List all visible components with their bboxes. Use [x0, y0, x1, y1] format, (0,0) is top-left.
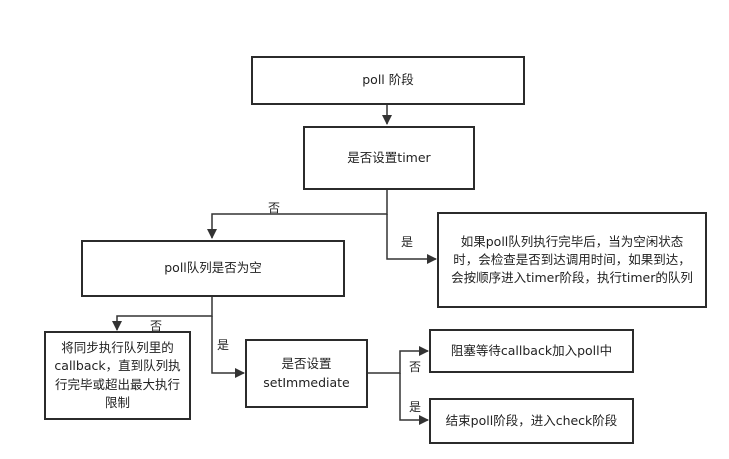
- node-sync-execute-text: 将同步执行队列里的callback，直到队列执行完毕或超出最大执行限制: [54, 340, 181, 410]
- node-queue-empty-text: poll队列是否为空: [164, 260, 262, 276]
- node-setimmediate-check: 是否设置setImmediate: [245, 339, 368, 408]
- node-sync-execute: 将同步执行队列里的callback，直到队列执行完毕或超出最大执行限制: [44, 331, 191, 420]
- node-setimmediate-check-text: 是否设置setImmediate: [263, 356, 350, 390]
- node-block-wait-text: 阻塞等待callback加入poll中: [450, 342, 613, 358]
- node-end-poll-text: 结束poll阶段，进入check阶段: [445, 412, 618, 428]
- label-immediate-no: 否: [409, 360, 422, 374]
- node-end-poll: 结束poll阶段，进入check阶段: [429, 398, 634, 444]
- label-timer-yes: 是: [401, 235, 414, 249]
- node-queue-empty: poll队列是否为空: [81, 240, 345, 297]
- label-timer-no: 否: [268, 201, 281, 215]
- edge-immediate-yes: [399, 373, 429, 425]
- edge-timer-yes: [386, 214, 437, 264]
- label-immediate-yes: 是: [409, 400, 422, 414]
- edge-timer-no: [207, 190, 388, 239]
- node-poll-phase-text: poll 阶段: [362, 72, 414, 88]
- label-queue-yes: 是: [217, 338, 230, 352]
- edge-queue-no: [112, 297, 213, 331]
- node-timer-check-text: 是否设置timer: [347, 149, 431, 165]
- node-timer-result-text: 如果poll队列执行完毕后，当为空闲状态时，会检查是否到达调用时间，如果到达，会…: [451, 233, 693, 286]
- node-timer-result: 如果poll队列执行完毕后，当为空闲状态时，会检查是否到达调用时间，如果到达，会…: [437, 212, 707, 308]
- edge-queue-yes: [211, 316, 245, 378]
- label-queue-no: 否: [150, 319, 163, 333]
- edge-immediate-no: [368, 346, 429, 374]
- node-timer-check: 是否设置timer: [303, 126, 475, 190]
- node-poll-phase: poll 阶段: [251, 56, 525, 105]
- node-block-wait: 阻塞等待callback加入poll中: [429, 329, 634, 373]
